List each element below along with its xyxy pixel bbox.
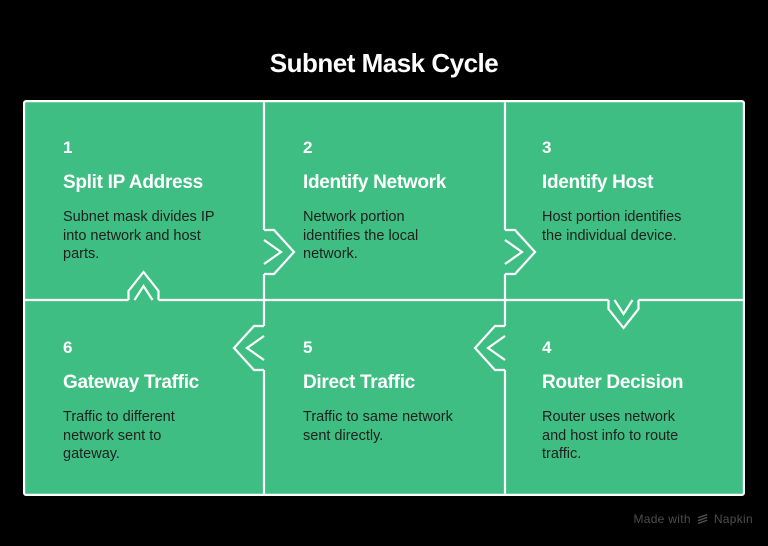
- arrow-6-to-1: [127, 270, 160, 301]
- panel-background: [23, 100, 745, 496]
- step-cell-split-ip-address: 1 Split IP Address Subnet mask divides I…: [23, 100, 264, 296]
- step-number: 5: [303, 338, 313, 357]
- step-cell-router-decision: 4 Router Decision Router uses network an…: [505, 300, 745, 496]
- step-description: Traffic to different network sent to gat…: [63, 409, 175, 462]
- step-number: 4: [542, 338, 552, 357]
- arrow-3-to-4: [607, 299, 640, 330]
- arrow-4-to-5: [473, 324, 506, 372]
- credit-brand: Napkin: [713, 512, 753, 526]
- step-description: Network portion identifies the local net…: [303, 209, 419, 262]
- credit-label: Made with: [633, 512, 691, 526]
- step-number: 1: [63, 138, 73, 157]
- napkin-logo-icon: [696, 513, 709, 526]
- page-title: Subnet Mask Cycle: [269, 48, 499, 78]
- step-title: Identify Network: [303, 172, 446, 193]
- step-number: 2: [303, 138, 313, 157]
- made-with-napkin-credit[interactable]: Made with Napkin: [633, 512, 753, 526]
- step-title: Router Decision: [542, 372, 684, 393]
- cycle-grid-graphic: [23, 100, 745, 496]
- step-description: Router uses network and host info to rou…: [542, 409, 679, 462]
- step-description: Subnet mask divides IP into network and …: [63, 209, 215, 262]
- step-number: 6: [63, 338, 73, 357]
- step-title: Gateway Traffic: [63, 372, 199, 393]
- arrow-5-to-6: [232, 324, 265, 372]
- arrow-2-to-3: [504, 228, 537, 276]
- step-cell-identify-network: 2 Identify Network Network portion ident…: [264, 100, 505, 296]
- step-cell-direct-traffic: 5 Direct Traffic Traffic to same network…: [264, 300, 505, 496]
- step-description: Host portion identifies the individual d…: [542, 209, 682, 244]
- step-title: Identify Host: [542, 172, 654, 193]
- step-description: Traffic to same network sent directly.: [303, 409, 453, 444]
- step-title: Direct Traffic: [303, 372, 415, 393]
- subnet-mask-cycle-diagram: 1 Split IP Address Subnet mask divides I…: [23, 100, 745, 496]
- arrow-1-to-2: [263, 228, 296, 276]
- step-cell-gateway-traffic: 6 Gateway Traffic Traffic to different n…: [23, 300, 264, 496]
- step-title: Split IP Address: [63, 172, 203, 193]
- step-cell-identify-host: 3 Identify Host Host portion identifies …: [505, 100, 745, 296]
- step-number: 3: [542, 138, 552, 157]
